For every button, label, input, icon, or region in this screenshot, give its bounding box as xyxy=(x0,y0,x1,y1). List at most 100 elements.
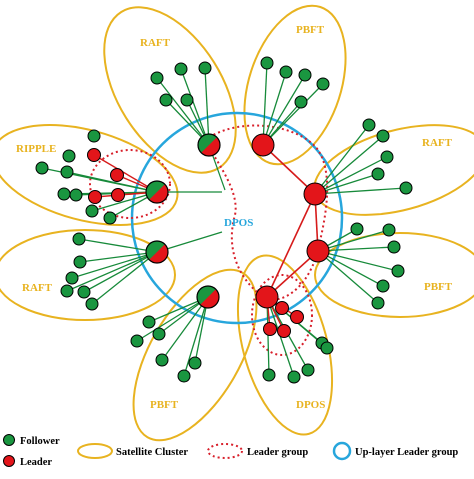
follower-ripple-left-6 xyxy=(103,211,117,225)
leader-dpos-2 xyxy=(277,324,291,338)
follower-raft-right-5 xyxy=(399,181,413,195)
link-pbft-top-follower-4 xyxy=(262,83,324,146)
follower-pbft-bottom-4 xyxy=(155,353,169,367)
leader-ripple-1 xyxy=(87,148,101,162)
cluster-label-raft-right: RAFT xyxy=(422,137,453,149)
link-pbft-top-follower-2 xyxy=(262,71,287,146)
link-raft-right-follower-2 xyxy=(314,135,384,195)
link-ripple-left-follower-2 xyxy=(66,171,158,193)
leader-ripple-4 xyxy=(88,190,102,204)
cluster-pbft-right xyxy=(314,232,474,318)
link-pbft-bottom-follower-6 xyxy=(183,296,209,377)
link-pbft-right-follower-5 xyxy=(317,250,384,287)
cluster-ripple-left xyxy=(0,124,179,226)
follower-raft-left-2 xyxy=(73,255,87,269)
cluster-pbft-top xyxy=(243,4,347,166)
follower-ripple-left-1 xyxy=(35,161,49,175)
follower-raft-top-3 xyxy=(198,61,212,75)
link-uplayer-raft-dpos xyxy=(266,193,316,298)
follower-dpos-bottom-2 xyxy=(320,341,334,355)
follower-pbft-right-3 xyxy=(387,240,401,254)
center-label: DPOS xyxy=(224,217,253,229)
cluster-label-pbft-right: PBFT xyxy=(424,281,453,293)
link-raft-left-follower-3 xyxy=(71,251,158,279)
legend-satellite-cluster-swatch xyxy=(77,443,113,459)
link-pbft-top-follower-1 xyxy=(262,62,268,146)
follower-ripple-left-5 xyxy=(57,187,71,201)
legend-uplayer-group-swatch xyxy=(332,441,352,461)
follower-pbft-bottom-6 xyxy=(177,369,191,383)
link-pbft-top-follower-3 xyxy=(262,74,306,146)
follower-raft-top-2 xyxy=(174,62,188,76)
legend-follower-label: Follower xyxy=(20,436,60,447)
cluster-raft-left xyxy=(0,229,176,321)
link-pbft-right-follower-6 xyxy=(317,250,379,304)
follower-raft-right-3 xyxy=(380,150,394,164)
legend-satellite-cluster-label: Satellite Cluster xyxy=(116,447,188,458)
hub-dpos-bottom xyxy=(255,285,279,309)
link-raft-left-follower-2 xyxy=(79,251,158,263)
follower-dpos-bottom-3 xyxy=(301,363,315,377)
follower-raft-left-5 xyxy=(60,284,74,298)
link-raft-left-follower-4 xyxy=(83,251,158,293)
leader-group-ripple xyxy=(89,149,171,219)
link-pbft-right-follower-4 xyxy=(317,250,399,272)
follower-pbft-right-6 xyxy=(371,296,385,310)
cluster-label-dpos-bottom: DPOS xyxy=(296,399,325,411)
link-raft-left-follower-1 xyxy=(78,238,158,253)
follower-raft-left-4 xyxy=(77,285,91,299)
legend-leader-label: Leader xyxy=(20,457,52,468)
leader-group-dpos xyxy=(251,274,313,356)
follower-pbft-right-1 xyxy=(350,222,364,236)
leader-dpos-3 xyxy=(290,310,304,324)
legend-uplayer-group-label: Up-layer Leader group xyxy=(355,447,458,458)
follower-raft-left-3 xyxy=(65,271,79,285)
cluster-pbft-bottom xyxy=(132,268,258,442)
cluster-labels: RAFT PBFT RAFT PBFT PBFT DPOS RIPPLE RAF… xyxy=(16,24,453,411)
link-raft-top-follower-3 xyxy=(204,67,210,146)
link-raft-left-follower-5 xyxy=(66,251,158,292)
follower-pbft-top-5 xyxy=(294,95,308,109)
link-pbft-bottom-follower-3 xyxy=(136,296,209,342)
nodes xyxy=(35,56,413,384)
leader-dpos-1 xyxy=(263,322,277,336)
link-pbft-right-follower-2 xyxy=(317,229,390,252)
leader-ripple-2 xyxy=(110,168,124,182)
follower-pbft-bottom-2 xyxy=(152,327,166,341)
legend-leader-group-label: Leader group xyxy=(247,447,308,458)
cluster-label-pbft-top: PBFT xyxy=(296,24,325,36)
follower-raft-top-5 xyxy=(180,93,194,107)
follower-raft-left-1 xyxy=(72,232,86,246)
cluster-label-pbft-bottom: PBFT xyxy=(150,399,179,411)
hub-raft-left xyxy=(145,240,169,264)
follower-ripple-left-3 xyxy=(69,188,83,202)
link-uplayer-pbft-raft xyxy=(262,144,316,195)
follower-pbft-bottom-1 xyxy=(142,315,156,329)
follower-ripple-left-b xyxy=(87,129,101,143)
follower-pbft-top-3 xyxy=(298,68,312,82)
follower-pbft-right-4 xyxy=(391,264,405,278)
follower-raft-left-6 xyxy=(85,297,99,311)
hub-raft-right xyxy=(303,182,327,206)
link-pbft-bottom-follower-4 xyxy=(161,296,209,361)
legend-follower-swatch xyxy=(3,434,15,446)
follower-pbft-right-2 xyxy=(382,223,396,237)
link-raft-top-follower-2 xyxy=(180,68,210,146)
leader-ripple-3 xyxy=(111,188,125,202)
link-raft-right-follower-5 xyxy=(314,187,407,195)
follower-pbft-bottom-5 xyxy=(188,356,202,370)
follower-ripple-left-2 xyxy=(60,165,74,179)
link-raft-top-follower-1 xyxy=(156,77,210,146)
cluster-label-raft-top: RAFT xyxy=(140,37,171,49)
satellite-clusters xyxy=(0,4,474,442)
hub-raft-top xyxy=(197,133,221,157)
hub-ripple-left xyxy=(145,180,169,204)
follower-ripple-left-a xyxy=(62,149,76,163)
follower-dpos-bottom-4 xyxy=(287,370,301,384)
leader-dpos-4 xyxy=(275,301,289,315)
legend-leader-group-swatch xyxy=(207,443,243,459)
hub-pbft-right xyxy=(306,239,330,263)
follower-pbft-top-4 xyxy=(316,77,330,91)
follower-raft-top-4 xyxy=(159,93,173,107)
follower-pbft-top-1 xyxy=(260,56,274,70)
